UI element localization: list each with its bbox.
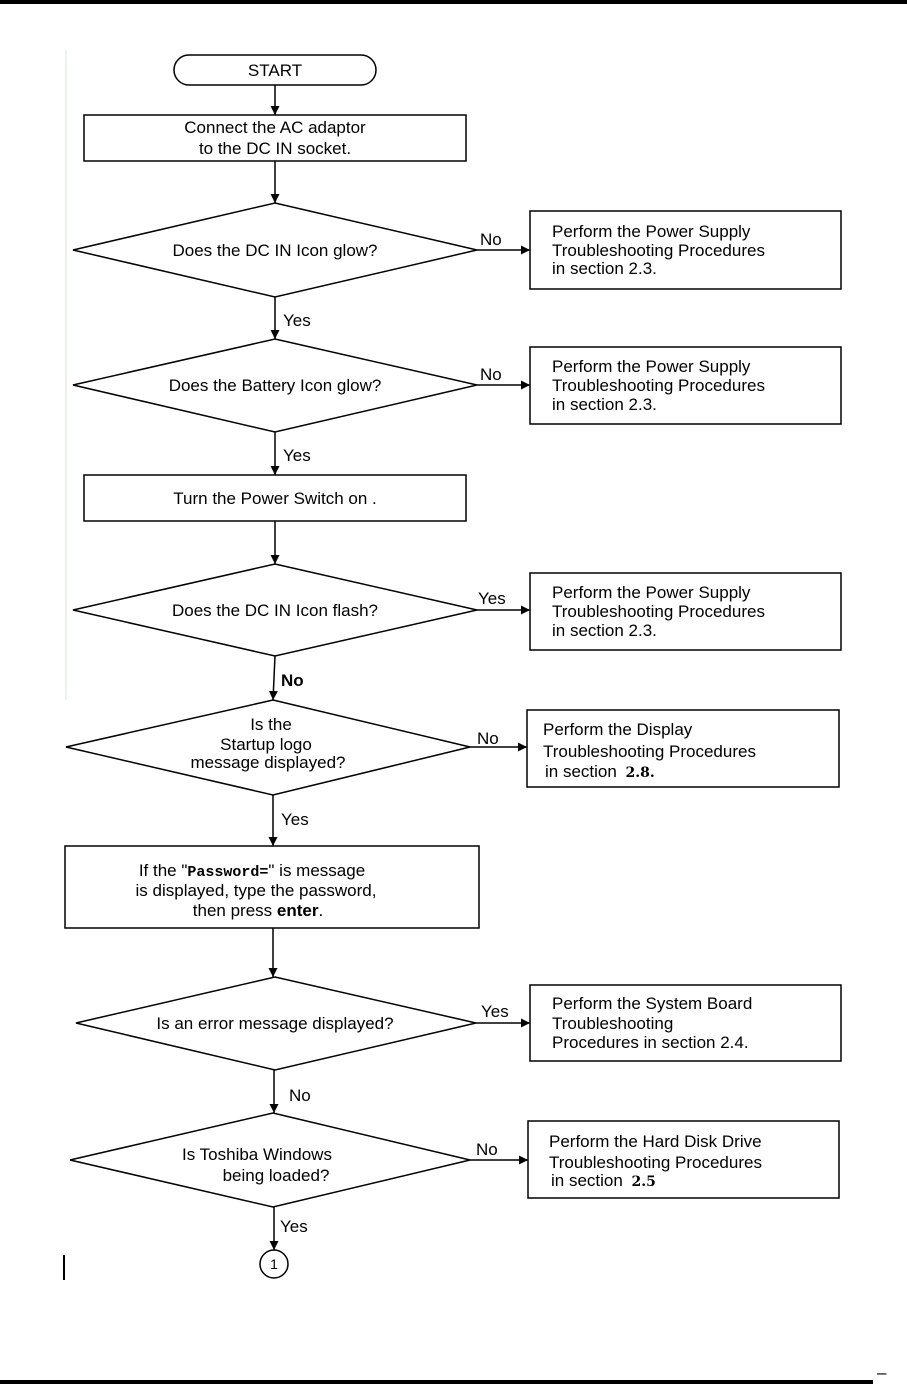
branch-label-no-2: No xyxy=(480,365,502,384)
password-line1: If the "Password=" is message xyxy=(139,861,365,881)
hdd-proc-box xyxy=(527,1120,840,1199)
decision-startup-line1: Is the xyxy=(250,715,292,734)
decision-dc-in-flash-label: Does the DC IN Icon flash? xyxy=(172,601,378,620)
hdd-proc-line1: Perform the Hard Disk Drive xyxy=(549,1132,762,1151)
branch-label-no-3: No xyxy=(281,671,304,690)
branch-label-yes-4: Yes xyxy=(281,810,309,829)
branch-label-no-1: No xyxy=(480,230,502,249)
decision-battery-glow-label: Does the Battery Icon glow? xyxy=(169,376,382,395)
decision-windows-loaded xyxy=(69,1112,471,1208)
power-proc-2-line1: Perform the Power Supply xyxy=(552,357,751,376)
power-proc-box-3 xyxy=(529,572,842,651)
decision-windows-line1: Is Toshiba Windows xyxy=(182,1145,332,1164)
password-line2: is displayed, type the password, xyxy=(136,881,377,900)
decision-windows-line2: being loaded? xyxy=(223,1166,330,1185)
decision-startup-line3: message displayed? xyxy=(191,753,346,772)
display-proc-line2: Troubleshooting Procedures xyxy=(543,742,756,761)
connect-ac-box xyxy=(83,114,467,162)
display-proc-box xyxy=(526,709,840,788)
power-proc-box-2 xyxy=(529,346,842,425)
power-switch-label: Turn the Power Switch on . xyxy=(173,489,376,508)
power-proc-3-line1: Perform the Power Supply xyxy=(552,583,751,602)
power-proc-3-line2: Troubleshooting Procedures xyxy=(552,602,765,621)
branch-label-no-6: No xyxy=(476,1140,498,1159)
arrow-dc-flash-to-startup xyxy=(268,655,278,701)
power-proc-1-line2: Troubleshooting Procedures xyxy=(552,241,765,260)
start-label: START xyxy=(248,61,302,80)
power-switch-box xyxy=(83,474,467,522)
branch-label-no-5: No xyxy=(289,1086,311,1105)
top-rule xyxy=(0,0,907,4)
decision-startup-line2: Startup logo xyxy=(220,735,312,754)
branch-label-no-4: No xyxy=(477,729,499,748)
system-proc-line1: Perform the System Board xyxy=(552,994,752,1013)
bottom-rule xyxy=(0,1380,873,1384)
branch-label-yes-5: Yes xyxy=(481,1002,509,1021)
power-proc-1-line3: in section 2.3. xyxy=(552,259,657,278)
password-line3: then press enter. xyxy=(193,901,323,920)
branch-label-yes-1: Yes xyxy=(283,311,311,330)
system-proc-line2: Troubleshooting xyxy=(552,1014,673,1033)
decision-dc-in-glow-label: Does the DC IN Icon glow? xyxy=(172,241,377,260)
power-proc-box-1 xyxy=(529,210,842,290)
hdd-proc-line3: in section 2.5 xyxy=(551,1171,656,1190)
password-box xyxy=(64,845,480,929)
power-proc-3-line3: in section 2.3. xyxy=(552,621,657,640)
decision-error-message xyxy=(75,976,477,1071)
power-proc-2-line2: Troubleshooting Procedures xyxy=(552,376,765,395)
branch-label-yes-6: Yes xyxy=(280,1217,308,1236)
system-proc-line3: Procedures in section 2.4. xyxy=(552,1033,749,1052)
power-proc-2-line3: in section 2.3. xyxy=(552,395,657,414)
system-board-proc-box xyxy=(529,984,842,1062)
connect-ac-line1: Connect the AC adaptor xyxy=(184,118,366,137)
connector-1-label: 1 xyxy=(270,1256,278,1272)
footer-mark: – xyxy=(877,1363,887,1382)
branch-label-yes-3: Yes xyxy=(478,589,506,608)
display-proc-line1: Perform the Display xyxy=(543,720,693,739)
decision-error-label: Is an error message displayed? xyxy=(156,1014,393,1033)
display-proc-line3: in section 2.8. xyxy=(545,762,655,781)
hdd-proc-line2: Troubleshooting Procedures xyxy=(549,1153,762,1172)
branch-label-yes-2: Yes xyxy=(283,446,311,465)
power-proc-1-line1: Perform the Power Supply xyxy=(552,222,751,241)
connect-ac-line2: to the DC IN socket. xyxy=(199,139,351,158)
